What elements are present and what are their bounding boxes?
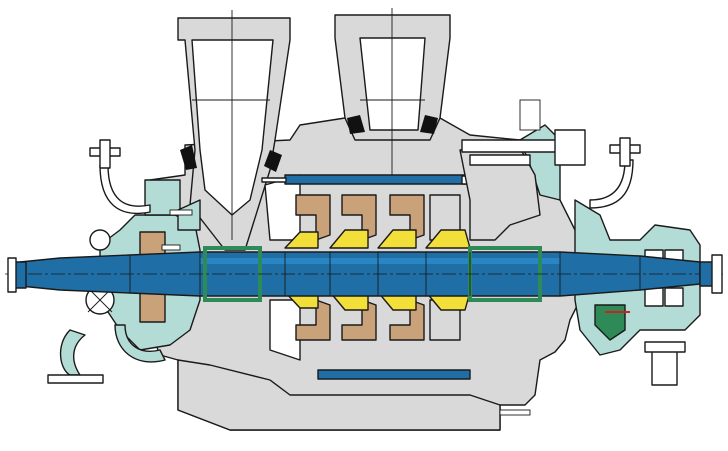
left-valve	[89, 139, 121, 169]
left-lube-pipe	[99, 164, 151, 214]
suction-gasket-right	[264, 150, 282, 172]
left-coupling-end	[7, 257, 27, 293]
suction-nozzle-bore	[191, 39, 274, 216]
discharge-gasket-right	[420, 115, 438, 134]
discharge-gasket-left	[347, 115, 365, 134]
left-bearing	[85, 229, 115, 315]
tie-bolt-lower	[317, 369, 471, 380]
impellers-upper	[284, 229, 471, 249]
right-coupling-end	[699, 254, 723, 294]
tie-bolt-upper	[284, 174, 471, 185]
discharge-nozzle-bore	[359, 37, 426, 131]
right-lube-pipe	[589, 159, 634, 209]
suction-gasket-left	[180, 145, 197, 170]
shaft-highlight	[200, 258, 560, 264]
left-drain-elbow	[114, 324, 166, 363]
left-drain-pipe	[59, 329, 86, 376]
right-bolt	[461, 129, 586, 166]
casing-lower-foot	[177, 359, 501, 431]
right-foot	[651, 349, 678, 386]
right-mechanical-seal	[594, 304, 630, 341]
right-valve	[609, 137, 641, 167]
studs	[161, 99, 541, 416]
